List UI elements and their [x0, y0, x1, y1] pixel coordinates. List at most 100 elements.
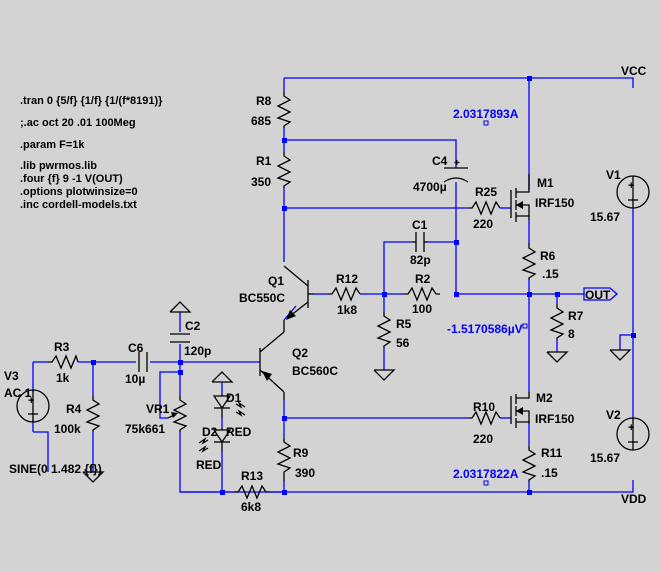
mosfet-m1[interactable] [510, 174, 530, 222]
ground-symbol [211, 371, 234, 383]
resistor-r10[interactable] [468, 410, 501, 426]
directive-line[interactable]: .tran 0 {5/f} {1/f} {1/(f*8191)} [20, 95, 163, 107]
r12-name: R12 [336, 272, 358, 286]
v2-value: 15.67 [590, 451, 620, 465]
led-d1[interactable] [212, 394, 246, 418]
wire-vcc-rail [284, 77, 634, 88]
q1-value: BC550C [239, 291, 285, 305]
v3-name: V3 [4, 369, 19, 383]
directive-line[interactable]: .param F=1k [20, 139, 85, 151]
measurement-m1-current[interactable]: 2.0317893A [453, 107, 519, 121]
r7-value: 8 [568, 327, 575, 341]
resistor-r9[interactable] [276, 438, 292, 482]
r6-value: .15 [542, 267, 559, 281]
r1-value: 350 [251, 175, 271, 189]
c2-value: 120p [184, 344, 211, 358]
resistor-r1[interactable] [276, 152, 292, 188]
capacitor-c6[interactable] [138, 352, 148, 372]
spice-directives: .tran 0 {5/f} {1/f} {1/(f*8191)} ;.ac oc… [20, 95, 163, 211]
measurement-out-voltage[interactable]: -1.5170586µV [447, 322, 523, 336]
r9-name: R9 [293, 446, 309, 460]
r3-name: R3 [54, 340, 70, 354]
r12-value: 1k8 [337, 303, 357, 317]
measurement-m2-current[interactable]: 2.0317822A [453, 467, 519, 481]
directive-line[interactable]: .four {f} 9 -1 V(OUT) [20, 173, 123, 185]
d2-name: D2 [202, 425, 218, 439]
transistor-q2[interactable] [259, 320, 285, 400]
vcc-net-label[interactable]: VCC [621, 64, 647, 78]
r13-name: R13 [241, 469, 263, 483]
probe-marker [522, 323, 528, 329]
resistor-r13[interactable] [234, 484, 270, 500]
m1-name: M1 [537, 176, 554, 190]
c1-name: C1 [412, 218, 428, 232]
v1-name: V1 [606, 168, 621, 182]
ground-symbol [546, 351, 569, 363]
r10-value: 220 [473, 432, 493, 446]
resistor-r8[interactable] [276, 92, 292, 128]
ground-symbol [169, 301, 192, 313]
resistor-r5[interactable] [376, 312, 392, 348]
resistor-r12[interactable] [328, 286, 361, 302]
junctions [91, 76, 636, 495]
directive-line[interactable]: .inc cordell-models.txt [20, 199, 137, 211]
led-d2[interactable] [198, 428, 232, 453]
probe-marker [483, 120, 489, 126]
directive-line[interactable]: .options plotwinsize=0 [20, 186, 138, 198]
resistor-r3[interactable] [48, 354, 79, 370]
svg-text:+: + [28, 395, 34, 407]
r11-name: R11 [541, 446, 563, 460]
ground-symbol [609, 349, 632, 361]
voltage-source-v1[interactable]: + [616, 175, 650, 209]
r2-value: 100 [412, 302, 432, 316]
vdd-net-label[interactable]: VDD [621, 492, 647, 506]
wires [32, 77, 634, 493]
r6-name: R6 [540, 249, 556, 263]
r13-value: 6k8 [241, 500, 261, 514]
r8-value: 685 [251, 114, 271, 128]
mosfet-m2[interactable] [510, 392, 530, 428]
capacitor-c2[interactable] [170, 333, 190, 343]
v1-value: 15.67 [590, 210, 620, 224]
voltage-source-v2[interactable]: + [616, 417, 650, 451]
d1-name: D1 [226, 391, 242, 405]
directive-line[interactable]: ;.ac oct 20 .01 100Meg [20, 117, 136, 129]
ground-symbol [82, 471, 105, 483]
resistor-r4[interactable] [85, 396, 101, 432]
resistor-r7[interactable] [549, 304, 565, 340]
m2-value: IRF150 [535, 412, 575, 426]
out-net-label[interactable]: OUT [583, 287, 618, 302]
capacitor-c4[interactable]: + [443, 158, 469, 183]
potentiometer-vr1[interactable] [167, 396, 188, 432]
svg-text:+: + [628, 180, 634, 192]
r7-name: R7 [568, 309, 584, 323]
r3-value: 1k [56, 371, 70, 385]
v3-ac: AC 1 [4, 386, 32, 400]
q2-value: BC560C [292, 364, 338, 378]
wire-vdd-rail [179, 432, 634, 493]
d1-value: RED [226, 425, 252, 439]
r25-name: R25 [475, 185, 497, 199]
r9-value: 390 [295, 466, 315, 480]
capacitor-c1[interactable] [412, 232, 428, 252]
directive-line[interactable]: .lib pwrmos.lib [20, 160, 97, 172]
resistor-r25[interactable] [468, 200, 501, 216]
m2-name: M2 [536, 391, 553, 405]
m1-value: IRF150 [535, 196, 575, 210]
c4-name: C4 [432, 154, 448, 168]
c4-value: 4700µ [413, 180, 447, 194]
d2-value: RED [196, 458, 222, 472]
r11-value: .15 [541, 466, 558, 480]
voltage-source-v3[interactable]: + [16, 389, 50, 423]
resistor-r6[interactable] [521, 243, 537, 280]
resistor-r2[interactable] [404, 286, 440, 302]
resistor-r11[interactable] [521, 446, 537, 482]
vr1-value: 75k661 [125, 422, 165, 436]
transistor-q1[interactable] [283, 265, 314, 320]
r2-name: R2 [415, 272, 431, 286]
r10-name: R10 [473, 400, 495, 414]
r8-name: R8 [256, 94, 272, 108]
r4-name: R4 [66, 402, 82, 416]
c6-name: C6 [128, 341, 144, 355]
